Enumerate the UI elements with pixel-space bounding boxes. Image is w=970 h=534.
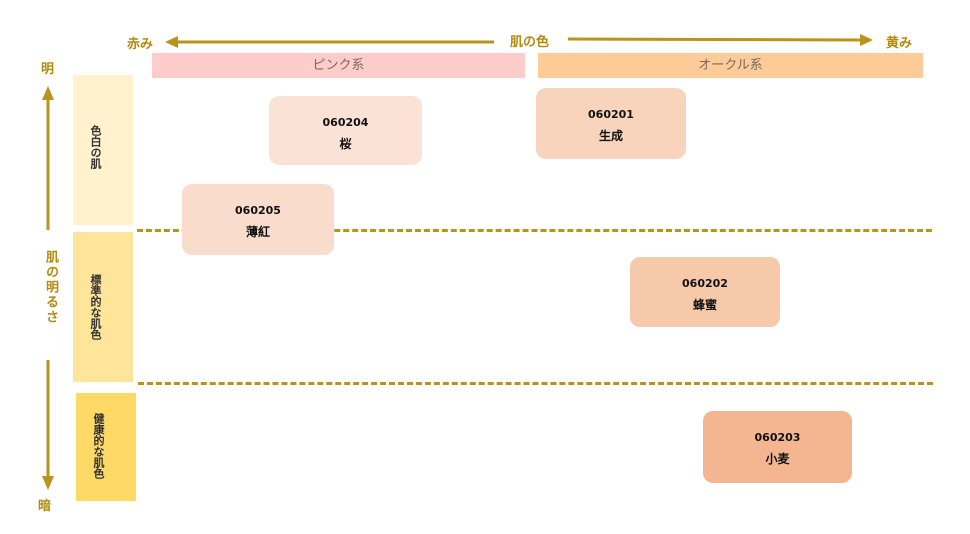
row-block-fair: 色白の肌 (73, 75, 133, 225)
row-label-fair: 色白の肌 (89, 125, 102, 169)
y-top-label: 明 (41, 62, 55, 77)
down-arrowhead (42, 476, 54, 490)
card-name: 生成 (598, 129, 623, 143)
row-block-standard: 標準的な肌色 (73, 232, 133, 382)
card-name: 小麦 (765, 452, 790, 466)
color-card-060205: 060205 薄紅 (182, 184, 334, 255)
right-arrow-line (567, 37, 863, 42)
color-card-060204: 060204 桜 (269, 96, 422, 165)
up-arrowhead (42, 86, 54, 100)
x-axis-arrows (165, 34, 873, 48)
card-name: 桜 (339, 137, 352, 151)
pink-band: ピンク系 (152, 53, 525, 78)
row-block-healthy: 健康的な肌色 (76, 393, 136, 501)
card-code: 060202 (682, 277, 728, 290)
right-arrowhead (860, 34, 873, 46)
row-label-healthy: 健康的な肌色 (92, 413, 105, 479)
row-label-standard: 標準的な肌色 (89, 274, 102, 340)
color-card-060202: 060202 蜂蜜 (630, 257, 780, 327)
card-code: 060204 (322, 116, 369, 129)
y-axis-title: 肌の明るさ (40, 250, 58, 325)
x-right-label: 黄み (886, 36, 913, 51)
card-name: 蜂蜜 (692, 298, 717, 312)
x-axis-title: 肌の色 (510, 35, 550, 50)
ochre-band: オークル系 (538, 53, 923, 78)
card-code: 060203 (754, 431, 801, 444)
separator-upper (137, 229, 932, 232)
color-card-060201: 060201 生成 (536, 88, 686, 159)
card-code: 060201 (588, 108, 634, 121)
card-code: 060205 (235, 204, 281, 217)
card-name: 薄紅 (245, 225, 270, 239)
separator-lower (138, 382, 933, 385)
y-axis-arrows (42, 86, 54, 490)
y-bottom-label: 暗 (38, 499, 52, 514)
color-card-060203: 060203 小麦 (703, 411, 852, 483)
y-axis-title-text: 肌の明るさ (43, 250, 58, 325)
left-arrowhead (165, 36, 178, 48)
x-left-label: 赤み (127, 37, 154, 52)
